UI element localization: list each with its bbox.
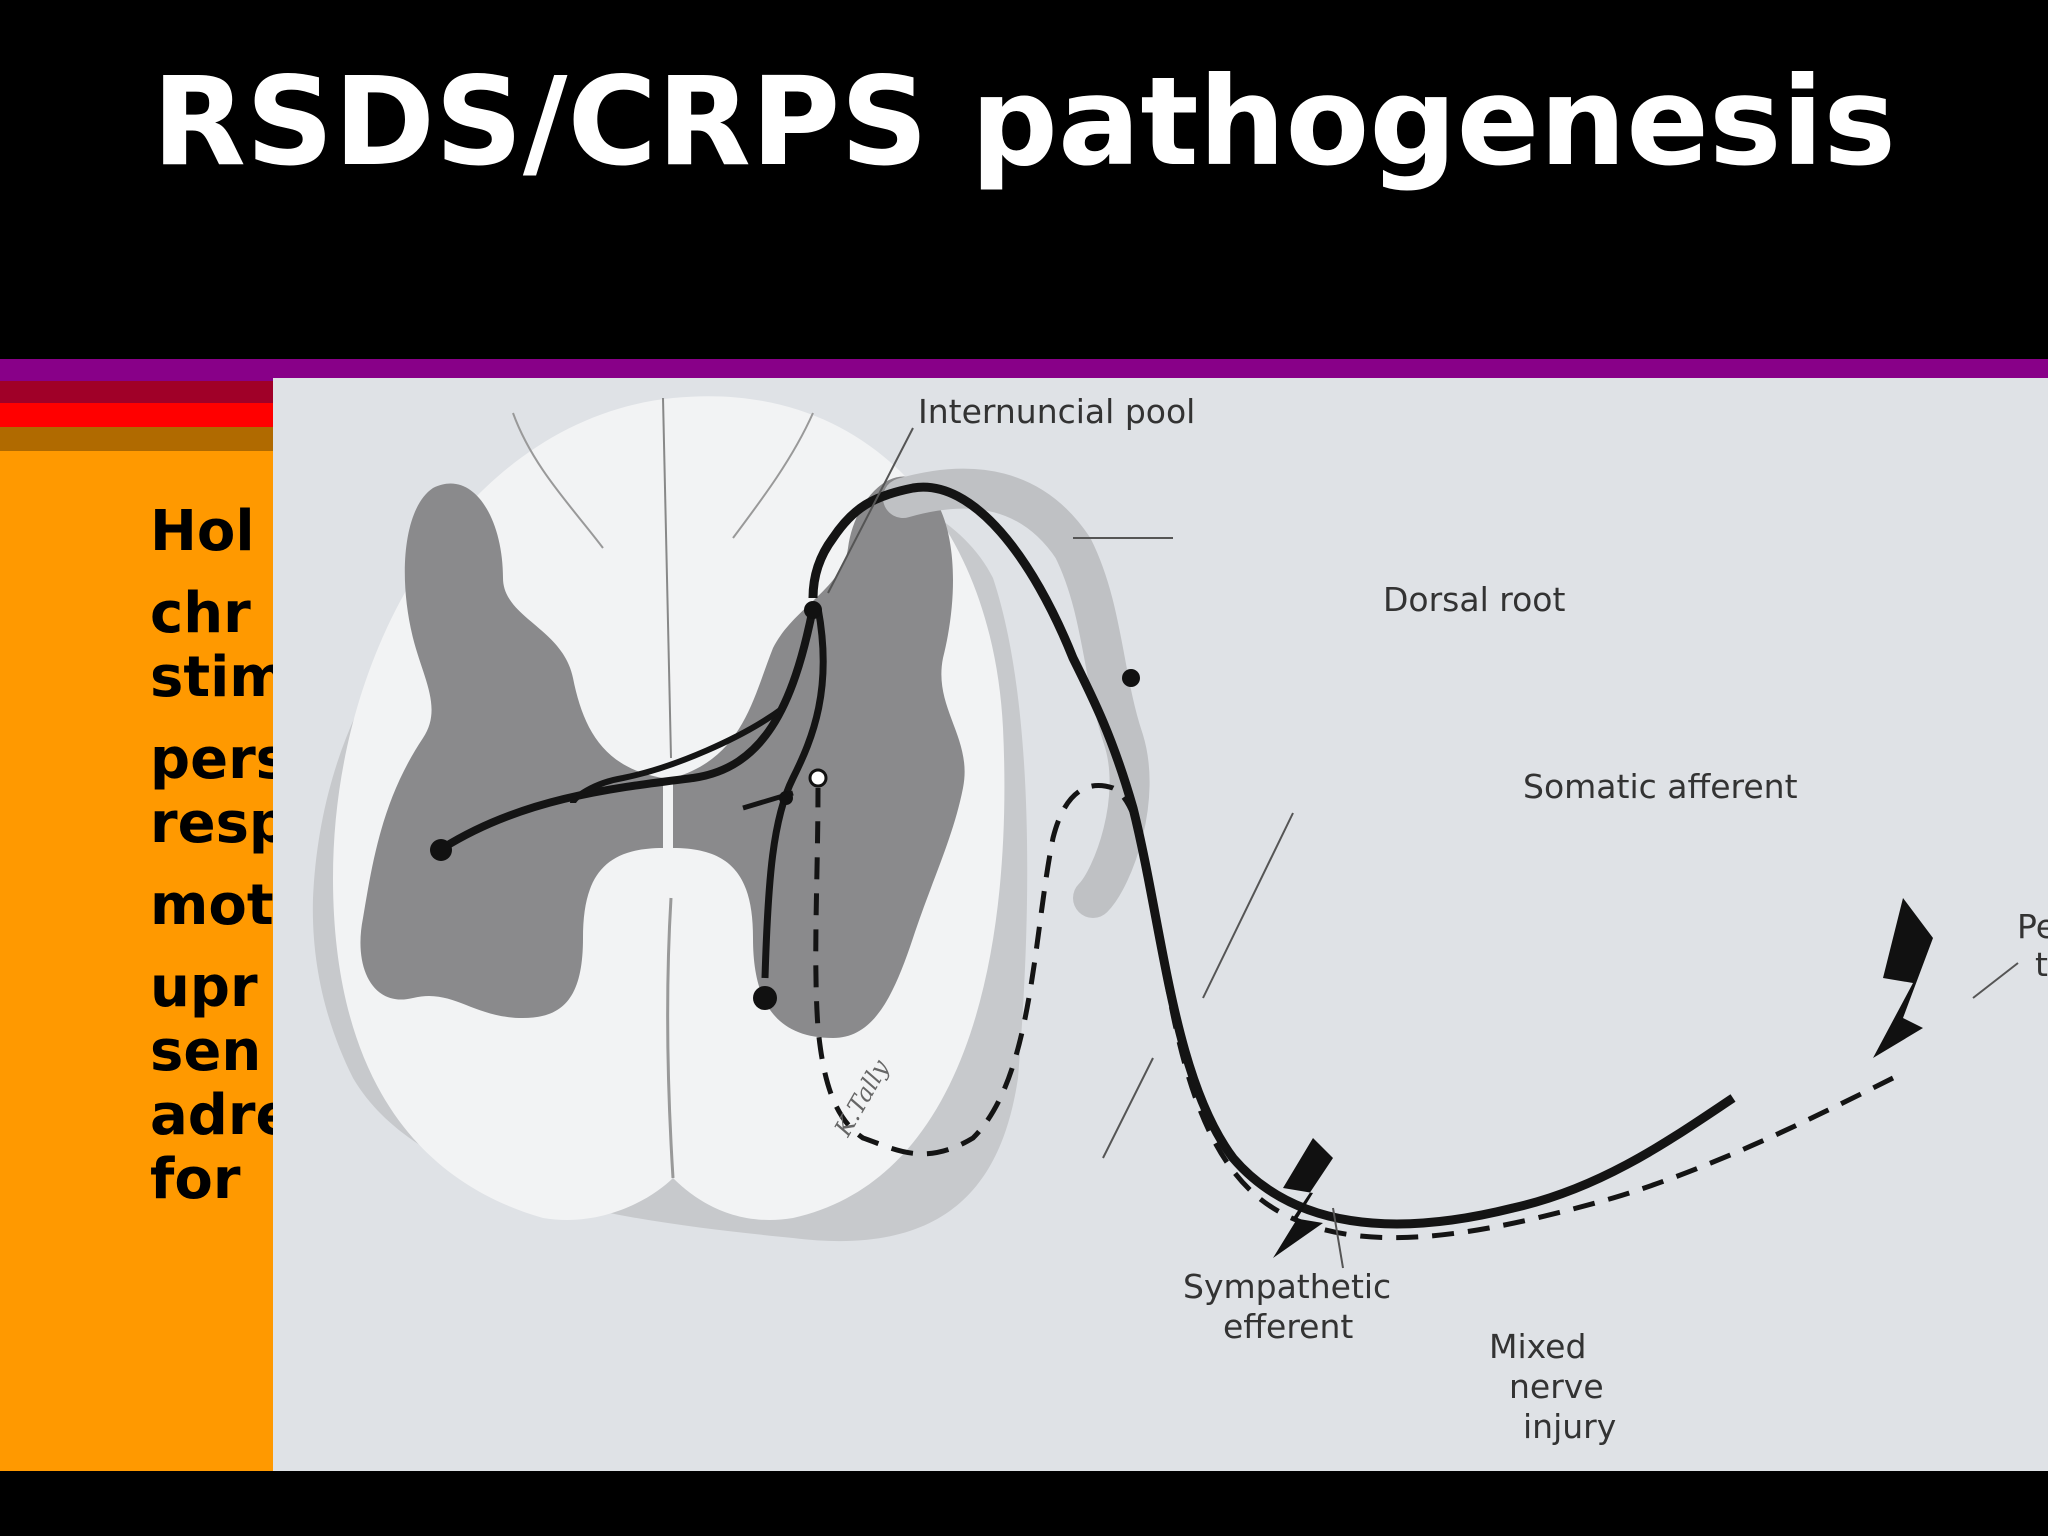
dorsal-sulcus-left <box>512 412 604 549</box>
internuncial-fiber-1 <box>440 607 817 852</box>
ventral-fissure <box>666 897 675 1179</box>
neuron-body <box>753 986 777 1010</box>
bullet-list: Hol chr stim pers resp mot upr sen adre … <box>150 500 450 1230</box>
neuron-body <box>804 601 822 619</box>
motor-fiber <box>761 607 827 979</box>
label-dorsal-root: Dorsal root <box>1383 580 1565 619</box>
bullet-item: Hol <box>150 499 255 564</box>
bullet-item: pers resp <box>150 727 290 856</box>
label-peripheral-2: t <box>2035 945 2048 984</box>
dorsal-median-line <box>662 397 672 759</box>
neuron-body-hollow <box>808 768 828 788</box>
leader-internuncial <box>827 427 914 594</box>
gray-matter-right <box>673 476 965 1039</box>
label-internuncial-pool: Internuncial pool <box>918 392 1195 431</box>
bullet-item: chr stim <box>150 581 288 710</box>
decorative-stripe-purple <box>0 359 2048 381</box>
bullet-item: upr sen adre for <box>150 955 294 1212</box>
label-somatic-afferent: Somatic afferent <box>1523 767 1798 806</box>
label-sympathetic-2: efferent <box>1223 1307 1353 1346</box>
dorsal-root-band <box>883 468 1150 918</box>
nerve-injury-bolt <box>1273 1138 1333 1258</box>
leader-peripheral <box>1972 962 2019 999</box>
leader-mixed <box>1332 1207 1344 1269</box>
neuron-body <box>779 791 793 805</box>
dorsal-sulcus-right <box>732 412 814 539</box>
label-mixed-1: Mixed <box>1489 1327 1586 1366</box>
peripheral-injury-bolt <box>1873 898 1933 1058</box>
label-peripheral-1: Pe <box>2017 907 2048 946</box>
diagram-svg: Internuncial pool Dorsal root Somatic af… <box>312 392 2048 1446</box>
sympathetic-efferent-path <box>813 782 1895 1241</box>
bullet-item: mot <box>150 873 274 938</box>
neuron-body <box>430 839 452 861</box>
leader-somatic <box>1202 812 1294 999</box>
internuncial-fiber-2 <box>570 705 785 805</box>
dorsal-root-ganglion <box>1122 669 1140 687</box>
label-mixed-2: nerve <box>1509 1367 1604 1406</box>
label-sympathetic-1: Sympathetic <box>1183 1267 1391 1306</box>
leader-sympathetic <box>1102 1057 1154 1159</box>
gray-matter-left <box>360 483 663 1018</box>
slide-title: RSDS/CRPS pathogenesis <box>151 51 1897 193</box>
spinal-cord-diagram: Internuncial pool Dorsal root Somatic af… <box>273 378 2048 1471</box>
label-mixed-3: injury <box>1523 1407 1616 1446</box>
